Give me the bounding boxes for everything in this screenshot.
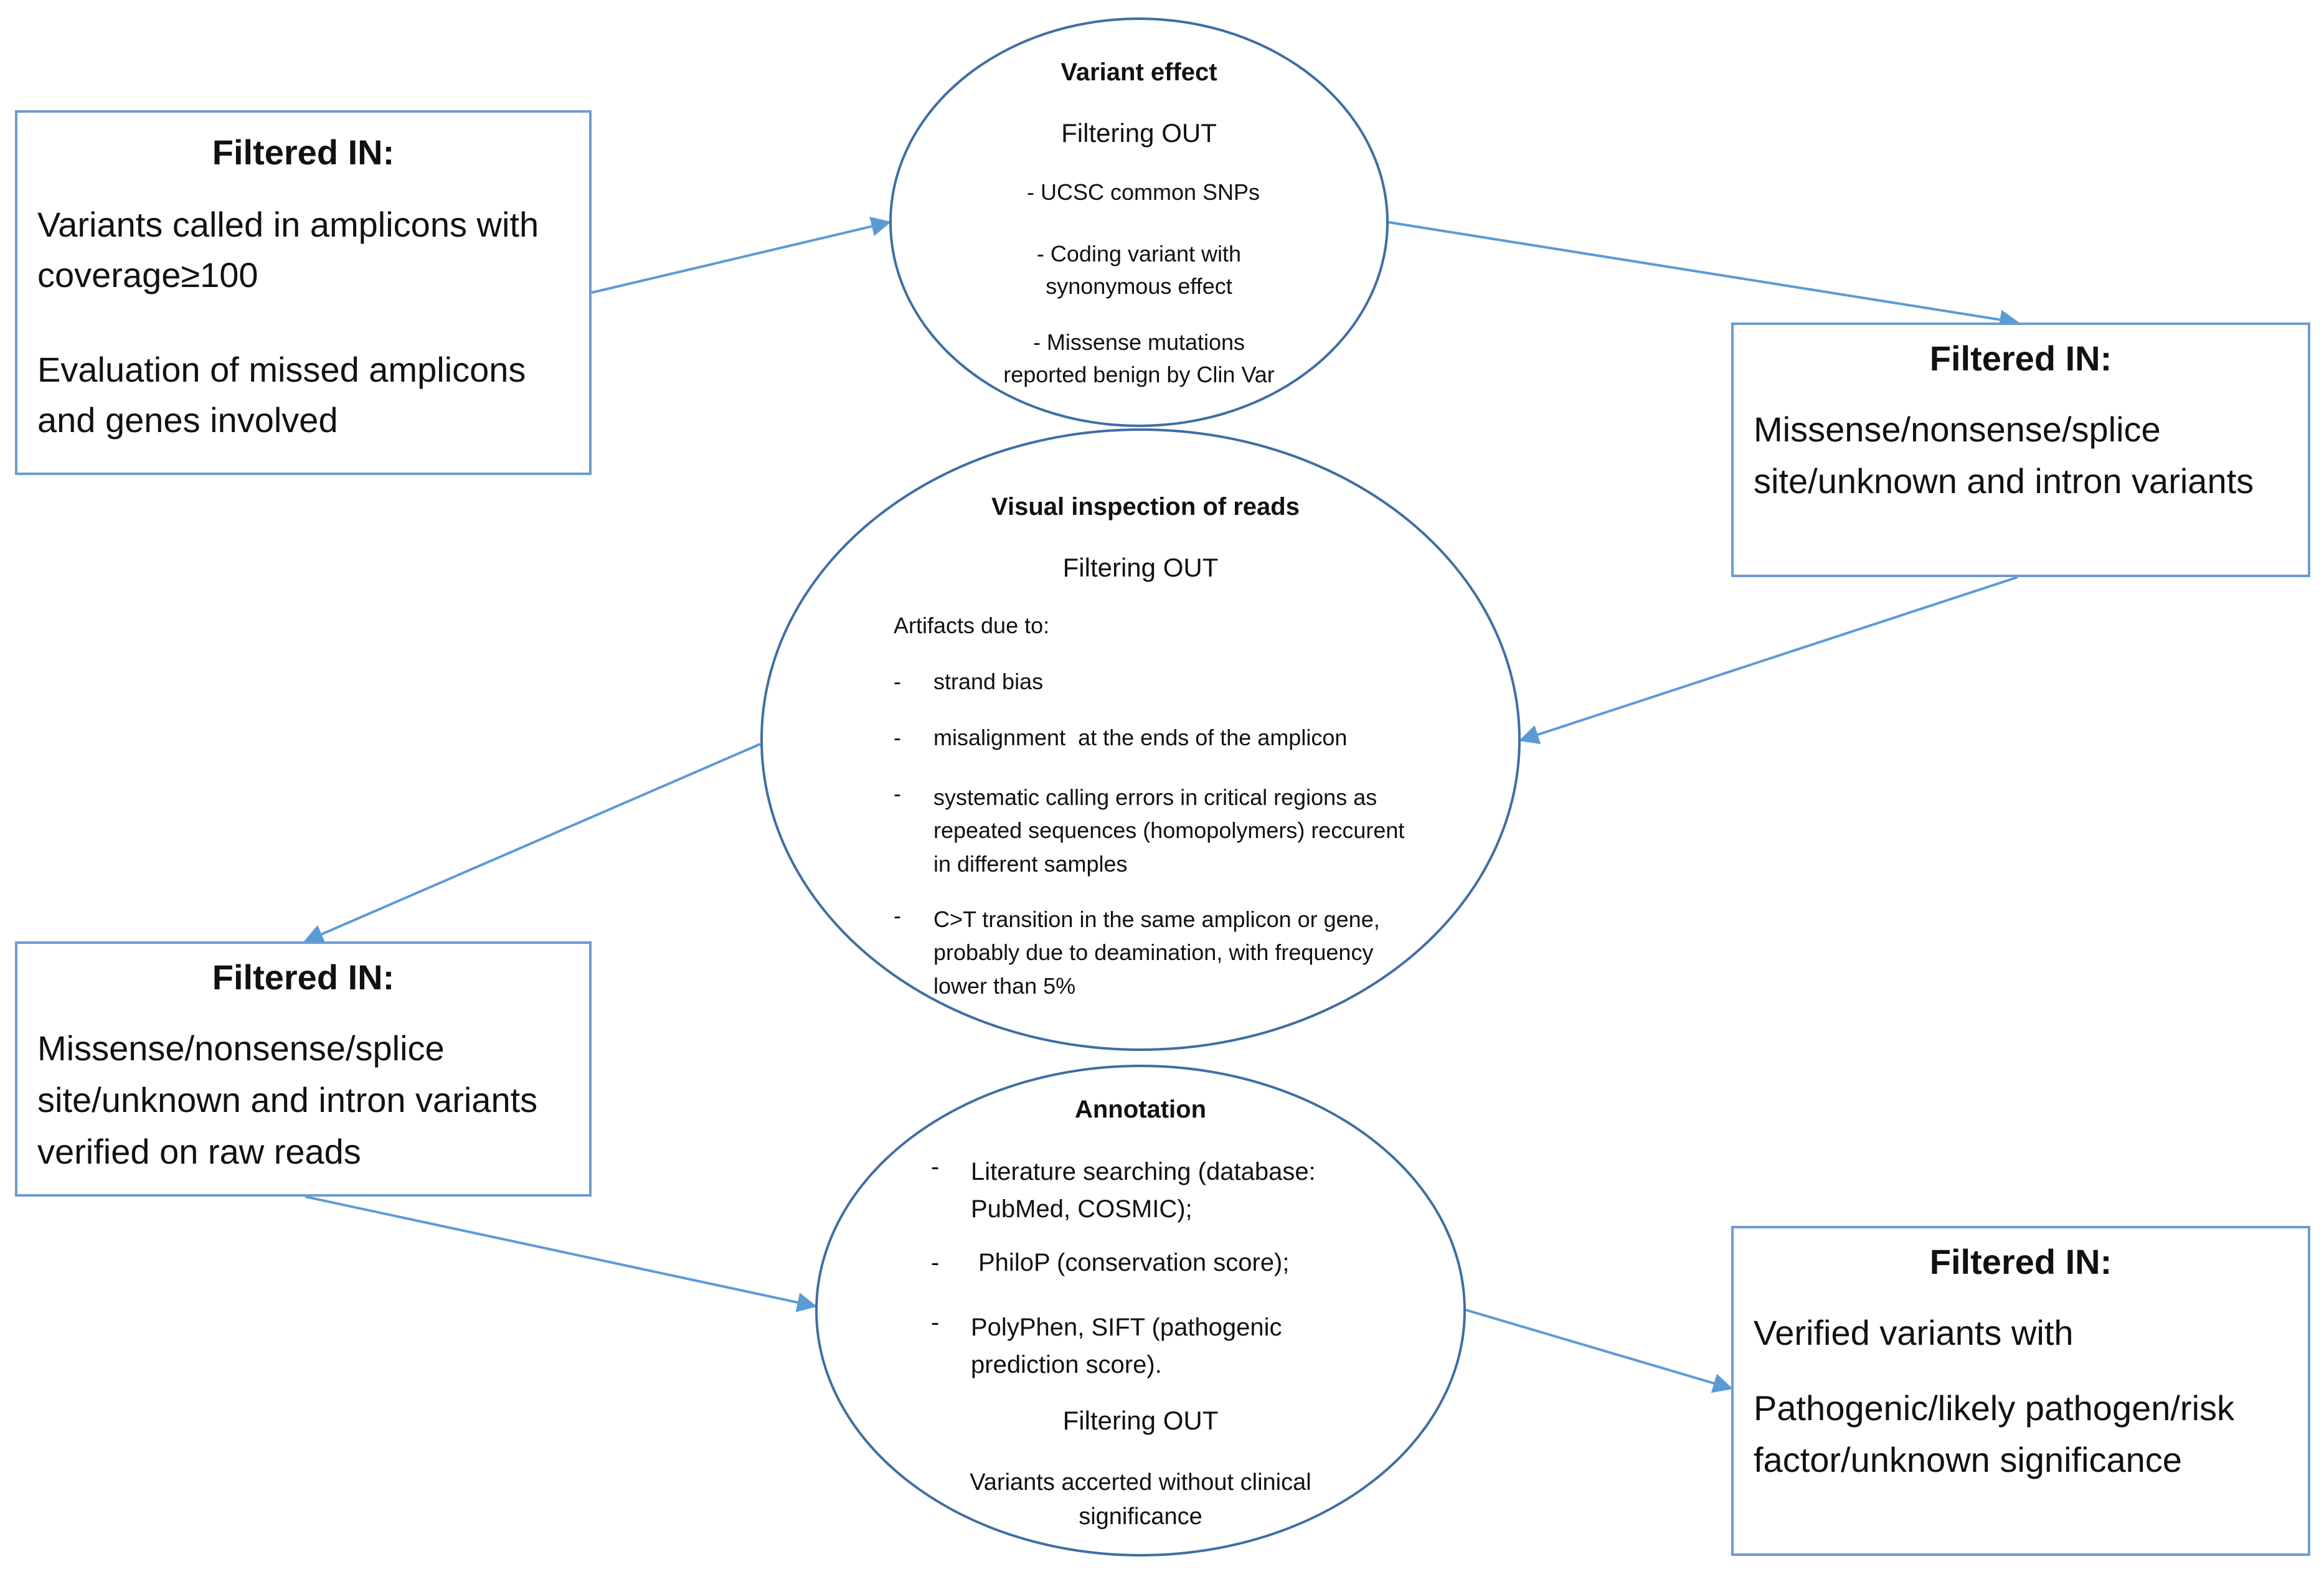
artifact-item: systematic calling errors in critical re… [933,784,1405,877]
visual-inspection-ellipse: Visual inspection of reads Filtering OUT… [760,428,1521,1051]
artifact-item: C>T transition in the same amplicon or g… [933,907,1380,999]
visual-inspection-title: Visual inspection of reads [991,493,1300,520]
box-text: Variants called in amplicons with covera… [37,205,539,295]
filtering-out-label: Filtering OUT [1062,553,1219,582]
filter-criterion: - Coding variant with synonymous effect [1036,241,1242,299]
annotation-item: Literature searching (database: PubMed, … [971,1158,1316,1223]
box-text: Evaluation of missed amplicons and genes… [37,349,526,440]
filtering-out-label: Filtering OUT [1062,1406,1219,1435]
artifacts-intro: Artifacts due to: [894,613,1050,638]
filtered-in-box-1: Filtered IN: Variants called in amplicon… [15,110,592,475]
filter-criterion: - UCSC common SNPs [1026,179,1260,205]
filtered-in-box-3: Filtered IN: Missense/nonsense/splice si… [15,941,592,1197]
bullet-dash: - [894,725,901,750]
arrow-box3-to-annotation [305,1195,818,1312]
box-text: Verified variants with [1754,1313,2074,1353]
filter-criterion: - Missense mutations reported benign by … [1003,329,1275,388]
annotation-item: PhiloP (conservation score); [978,1249,1290,1276]
filtered-in-box-4: Filtered IN: Verified variants with Path… [1731,1226,2310,1556]
annotation-footer: Variants accerted without clinical signi… [970,1469,1311,1530]
arrow-variant-effect-to-box2 [1388,221,2020,330]
arrow-visual-inspection-to-box3 [303,743,761,944]
annotation-item: PolyPhen, SIFT (pathogenic prediction sc… [971,1314,1282,1378]
variant-effect-ellipse: Variant effect Filtering OUT - UCSC comm… [889,17,1389,427]
artifact-item: strand bias [933,669,1044,694]
box-title: Filtered IN: [1929,1242,2112,1281]
arrow-annotation-to-box4 [1465,1309,1734,1393]
filtered-in-box-2: Filtered IN: Missense/nonsense/splice si… [1731,323,2310,577]
bullet-dash: - [894,781,901,806]
bullet-dash: - [931,1309,940,1336]
box-text: Pathogenic/likely pathogen/risk factor/u… [1754,1388,2235,1480]
annotation-ellipse: Annotation - Literature searching (datab… [815,1065,1466,1556]
box-title: Filtered IN: [212,958,395,997]
annotation-title: Annotation [1074,1096,1207,1123]
box-text: Missense/nonsense/splice site/unknown an… [1754,410,2254,501]
box-text: Missense/nonsense/splice site/unknown an… [37,1029,538,1171]
filtering-out-label: Filtering OUT [1061,118,1217,148]
artifact-item: misalignment at the ends of the amplicon [933,725,1348,750]
bullet-dash: - [894,903,901,928]
box-title: Filtered IN: [212,133,395,172]
bullet-dash: - [931,1249,940,1276]
box-title: Filtered IN: [1929,339,2112,378]
bullet-dash: - [931,1153,940,1180]
variant-effect-title: Variant effect [1060,59,1217,86]
arrow-box1-to-variant-effect [591,217,892,294]
bullet-dash: - [894,669,901,694]
arrow-box2-to-visual-inspection [1518,576,2018,745]
